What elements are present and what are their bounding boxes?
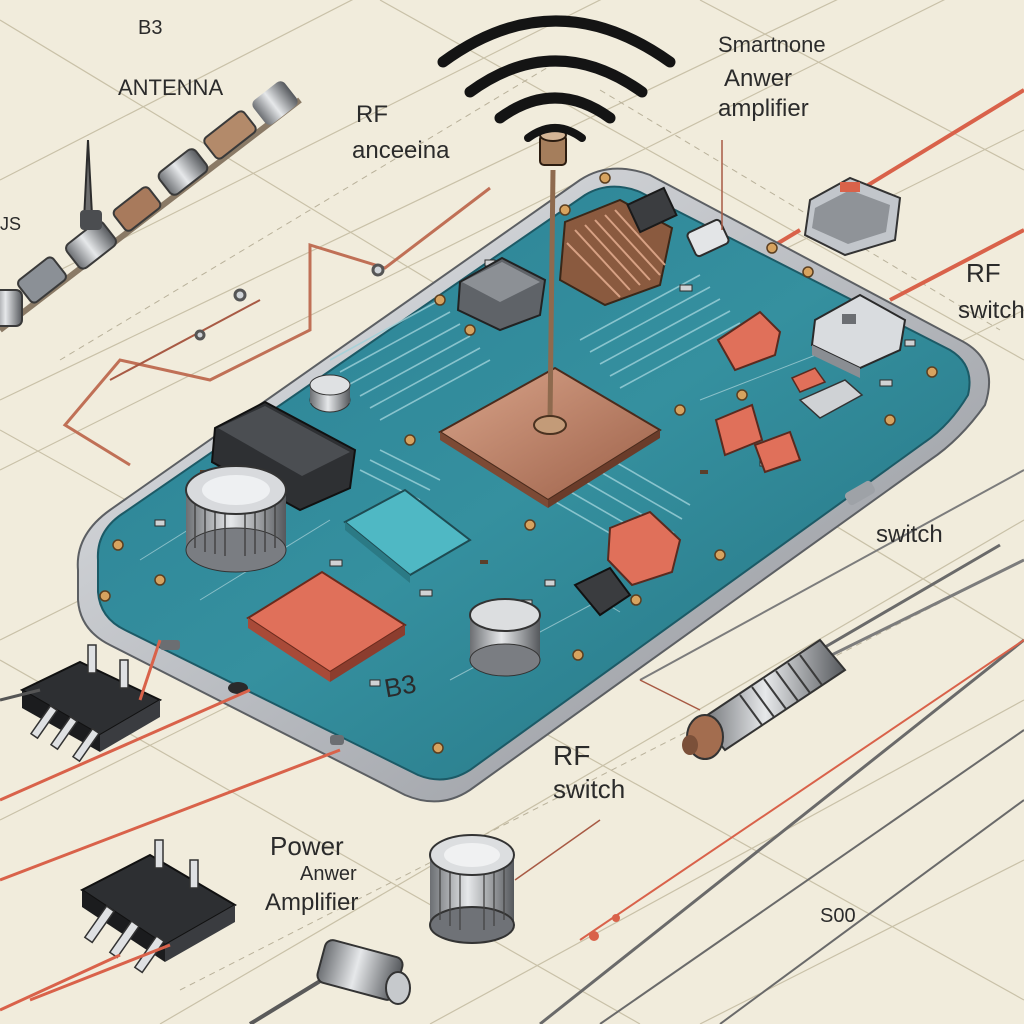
power-amp-label-line2: Anwer (300, 863, 357, 885)
right-wires (539, 88, 1024, 1024)
diagram-labels: B3 ANTENNA RF anceeina Smartnone Anwer a… (0, 17, 1024, 927)
top-code-label: B3 (138, 17, 162, 39)
sma-connector-bottom (248, 939, 411, 1024)
left-copper-traces (62, 186, 491, 467)
power-amp-label-line1: Power (270, 831, 344, 861)
smartphone-label-line2: Anwer (724, 65, 792, 92)
switch-mid-label: switch (876, 521, 943, 548)
rf-antenna-label-line2: anceeina (352, 137, 450, 164)
tuning-knob-loose (429, 834, 515, 944)
wifi-signal-icon (437, 15, 676, 142)
antenna-mast (533, 128, 567, 435)
smartphone-label-line3: amplifier (718, 95, 809, 122)
rf-coax-connector-right (682, 543, 1001, 760)
rf-switch-bottom-label-line2: switch (553, 774, 625, 804)
power-amp-label-line3: Amplifier (265, 889, 358, 916)
rf-antenna-label-line1: RF (356, 101, 388, 128)
antenna-connector-chain (0, 81, 302, 333)
callout-lines (514, 140, 723, 941)
rf-switch-right-label-line2: switch (958, 297, 1024, 324)
smartphone-label-line1: Smartnone (718, 32, 826, 57)
transistor-block-bottom (80, 839, 237, 974)
antenna-label: ANTENNA (118, 75, 223, 100)
lower-left-wires (0, 639, 341, 1012)
small-capacitor (309, 374, 351, 413)
rf-switch-bottom-label-line1: RF (553, 740, 590, 771)
transistor-block-left (0, 644, 163, 763)
left-code-label: JS (0, 214, 21, 234)
smartphone-board: B3 (76, 167, 991, 803)
power-amplifier-chip (246, 570, 407, 682)
dashed-guides (59, 59, 1024, 991)
board-code-label: B3 (382, 668, 419, 703)
tuning-knob-left (185, 465, 287, 573)
bottom-code-label: S00 (820, 905, 856, 927)
rf-switch-shield-box (810, 293, 907, 378)
rf-switch-right-label-line1: RF (966, 258, 1001, 288)
tuning-knob-board (469, 598, 541, 677)
rf-switch-module-top (773, 176, 902, 257)
